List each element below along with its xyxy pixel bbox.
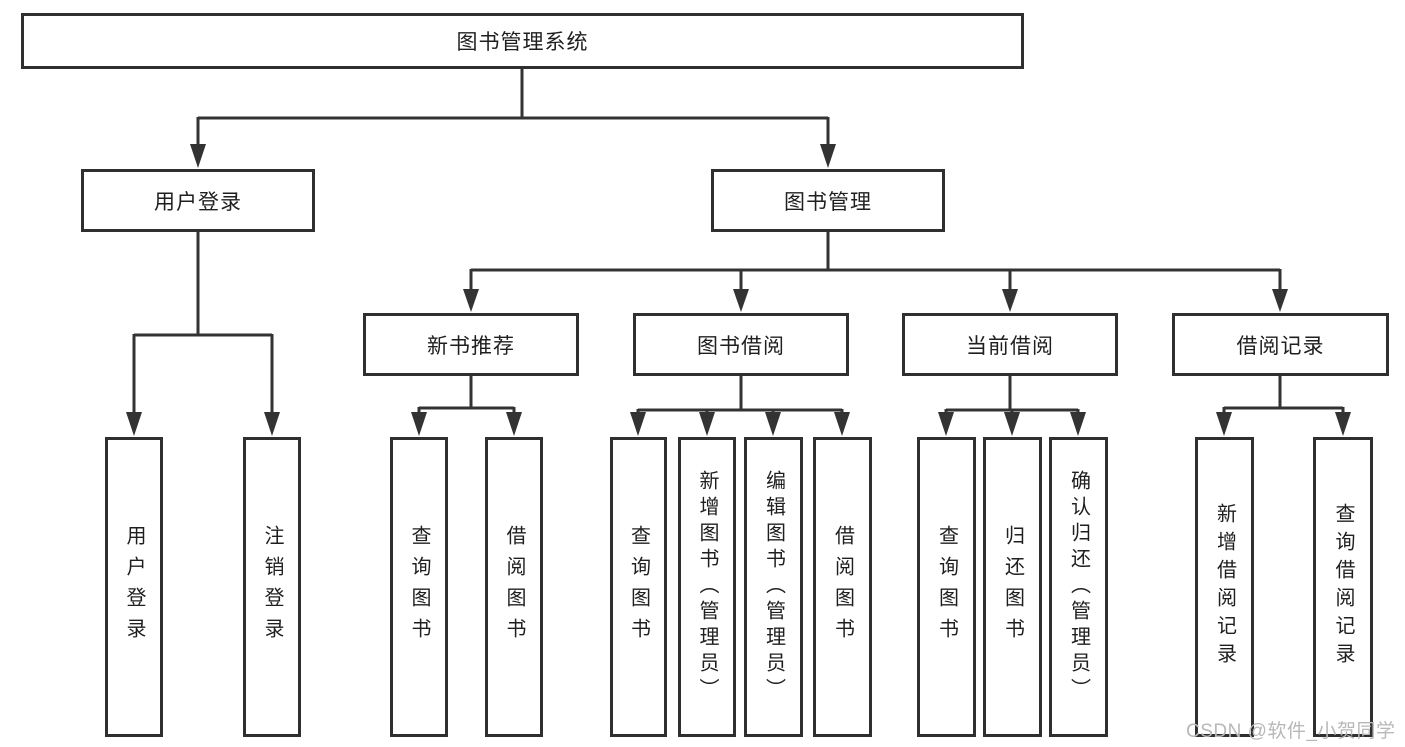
arrowhead: [630, 412, 646, 436]
leaf-borrow-book-2: 借阅图书: [813, 437, 872, 737]
arrowhead: [411, 412, 427, 436]
node-current-borrow-label: 当前借阅: [966, 334, 1054, 358]
arrowhead: [1335, 412, 1351, 436]
leaf-confirm-return-admin-label: 确认归还（管理员）: [1067, 470, 1090, 704]
leaf-confirm-return-admin: 确认归还（管理员）: [1049, 437, 1108, 737]
leaf-user-login: 用户登录: [105, 437, 163, 737]
node-book-borrow: 图书借阅: [633, 313, 849, 376]
arrowhead: [1002, 289, 1018, 312]
leaf-query-book-2-label: 查询图书: [627, 525, 650, 649]
arrowhead: [506, 412, 522, 436]
node-user-login: 用户登录: [81, 169, 315, 232]
node-borrow-record: 借阅记录: [1172, 313, 1389, 376]
node-root-label: 图书管理系统: [456, 31, 589, 54]
arrowhead: [733, 289, 749, 312]
node-new-book-recommend: 新书推荐: [363, 313, 579, 376]
node-book-borrow-label: 图书借阅: [697, 334, 785, 358]
arrowhead: [765, 412, 781, 436]
leaf-add-book-admin: 新增图书（管理员）: [678, 437, 736, 737]
leaf-user-login-label: 用户登录: [123, 525, 145, 649]
arrowhead: [264, 412, 280, 436]
leaf-borrow-book-1: 借阅图书: [485, 437, 543, 737]
node-book-management-label: 图书管理: [784, 190, 872, 214]
leaf-add-book-admin-label: 新增图书（管理员）: [696, 470, 718, 704]
leaf-add-borrow-record-label: 新增借阅记录: [1213, 503, 1236, 671]
node-book-management: 图书管理: [711, 169, 945, 232]
arrowhead: [1070, 412, 1086, 436]
leaf-borrow-book-2-label: 借阅图书: [831, 525, 854, 649]
leaf-query-borrow-record-label: 查询借阅记录: [1332, 503, 1354, 671]
leaf-query-book-2: 查询图书: [610, 437, 667, 737]
leaf-borrow-book-1-label: 借阅图书: [503, 525, 525, 649]
arrowhead: [834, 412, 850, 436]
leaf-query-book-3: 查询图书: [917, 437, 976, 737]
arrowhead: [126, 412, 142, 436]
arrowhead: [1272, 289, 1288, 312]
leaf-query-borrow-record: 查询借阅记录: [1313, 437, 1373, 737]
leaf-edit-book-admin-label: 编辑图书（管理员）: [762, 470, 785, 704]
leaf-return-book-label: 归还图书: [1001, 525, 1024, 649]
node-user-login-label: 用户登录: [154, 190, 242, 214]
leaf-logout-label: 注销登录: [261, 525, 283, 649]
leaf-logout: 注销登录: [243, 437, 301, 737]
arrowheads: [126, 144, 1351, 436]
arrowhead: [820, 144, 836, 168]
leaf-edit-book-admin: 编辑图书（管理员）: [744, 437, 803, 737]
leaf-query-book-1: 查询图书: [390, 437, 448, 737]
leaf-add-borrow-record: 新增借阅记录: [1195, 437, 1254, 737]
arrowhead: [1216, 412, 1232, 436]
arrowhead: [190, 144, 206, 168]
arrowhead: [1004, 412, 1020, 436]
leaf-query-book-3-label: 查询图书: [935, 525, 958, 649]
node-root: 图书管理系统: [21, 13, 1024, 69]
node-current-borrow: 当前借阅: [902, 313, 1118, 376]
arrowhead: [938, 412, 954, 436]
arrowhead: [463, 289, 479, 312]
leaf-return-book: 归还图书: [983, 437, 1042, 737]
node-new-book-recommend-label: 新书推荐: [427, 334, 515, 358]
csdn-watermark: CSDN @软件_小贺同学: [1186, 721, 1396, 742]
node-borrow-record-label: 借阅记录: [1236, 334, 1325, 358]
arrowhead: [699, 412, 715, 436]
leaf-query-book-1-label: 查询图书: [408, 525, 430, 649]
